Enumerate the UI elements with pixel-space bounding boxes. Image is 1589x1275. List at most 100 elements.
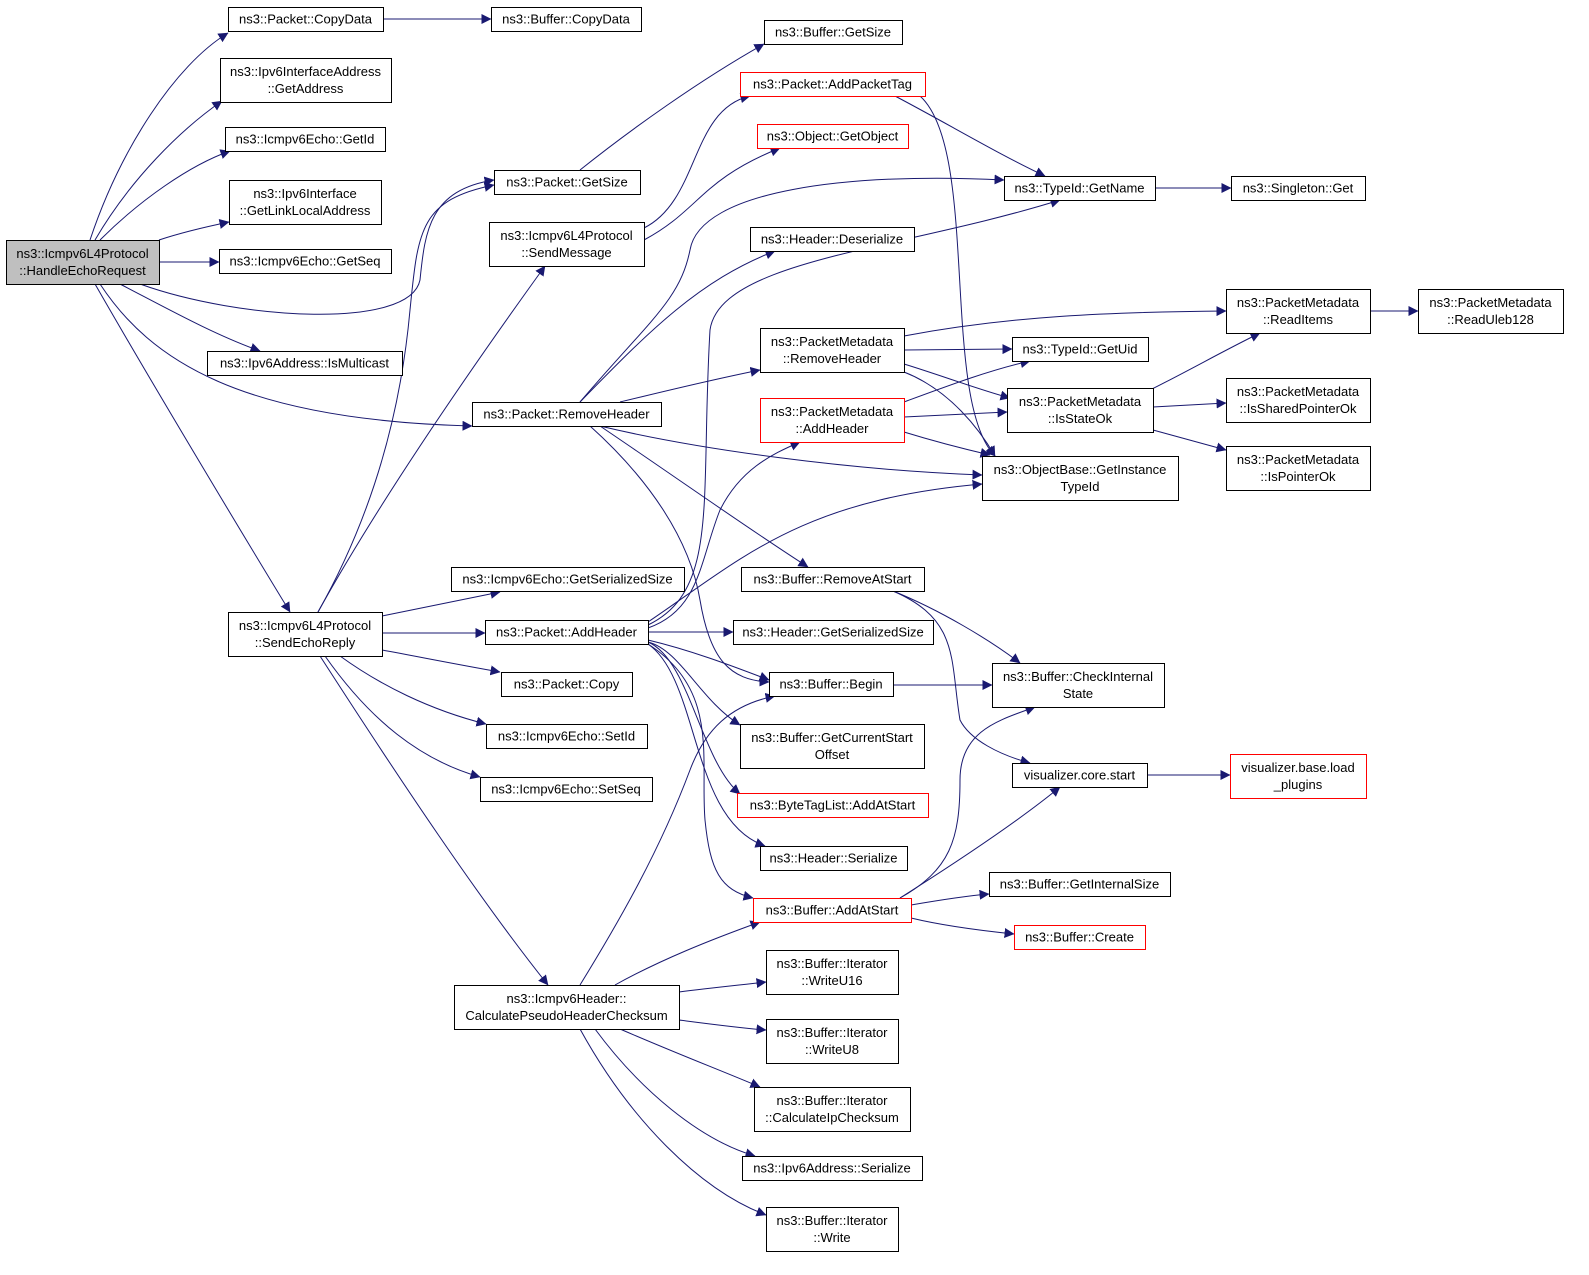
node-label: ns3::PacketMetadata	[771, 404, 894, 419]
edge-root-to-ipv6addr_ismulticast	[119, 283, 261, 353]
node-label: ::WriteU16	[801, 973, 862, 988]
node-buf-copydata[interactable]: ns3::Buffer::CopyData	[491, 7, 642, 32]
node-pm-addheader[interactable]: ns3::PacketMetadata::AddHeader	[760, 398, 905, 443]
node-buf-removeatstart[interactable]: ns3::Buffer::RemoveAtStart	[741, 567, 925, 592]
node-label: ns3::Buffer::CheckInternal	[1003, 669, 1153, 684]
node-label: ns3::Icmpv6L4Protocol	[239, 618, 371, 633]
node-label: ns3::ObjectBase::GetInstance	[994, 462, 1167, 477]
node-viz-base-loadplugins[interactable]: visualizer.base.load_plugins	[1230, 754, 1367, 799]
edge-pkt_addheader-to-typeid_getname	[647, 198, 1061, 626]
node-pkt-copy[interactable]: ns3::Packet::Copy	[501, 672, 633, 697]
edge-pm_isstateok-to-pm_ispointerok	[1152, 429, 1227, 453]
node-box	[766, 1019, 899, 1064]
node-hdr-deserialize[interactable]: ns3::Header::Deserialize	[750, 227, 915, 252]
node-typeid-getuid[interactable]: ns3::TypeId::GetUid	[1012, 337, 1149, 362]
node-pkt-copydata[interactable]: ns3::Packet::CopyData	[228, 7, 384, 32]
edge-pm_removeheader-to-pm_readitems	[903, 306, 1227, 337]
node-it-calcipchecksum[interactable]: ns3::Buffer::Iterator::CalculateIpChecks…	[754, 1087, 911, 1132]
node-buf-begin[interactable]: ns3::Buffer::Begin	[769, 672, 894, 697]
node-viz-core-start[interactable]: visualizer.core.start	[1012, 763, 1148, 788]
node-ipv6addr-serialize[interactable]: ns3::Ipv6Address::Serialize	[742, 1156, 923, 1181]
node-pm-readuleb128[interactable]: ns3::PacketMetadata::ReadUleb128	[1418, 289, 1564, 334]
edge-l4_sendechoreply-to-echo_setseq	[324, 655, 481, 780]
node-label: ns3::Ipv6Address::IsMulticast	[220, 356, 389, 371]
edge-pm_removeheader-to-typeid_getuid	[903, 344, 1013, 355]
node-pkt-addheader[interactable]: ns3::Packet::AddHeader	[485, 620, 649, 645]
node-btl-addatstart[interactable]: ns3::ByteTagList::AddAtStart	[737, 793, 929, 818]
node-label: _plugins	[1273, 777, 1323, 792]
edge-pkt_removeheader-to-hdr_deserialize	[579, 249, 776, 403]
node-pm-ispointerok[interactable]: ns3::PacketMetadata::IsPointerOk	[1226, 446, 1371, 491]
node-ipv6if-getlinklocal[interactable]: ns3::Ipv6Interface::GetLinkLocalAddress	[229, 180, 382, 225]
node-it-write[interactable]: ns3::Buffer::Iterator::Write	[766, 1207, 899, 1252]
node-pm-removeheader[interactable]: ns3::PacketMetadata::RemoveHeader	[760, 328, 905, 373]
node-echo-setid[interactable]: ns3::Icmpv6Echo::SetId	[486, 724, 648, 749]
edge-pkt_removeheader-to-buf_begin	[589, 425, 770, 687]
node-echo-getseq[interactable]: ns3::Icmpv6Echo::GetSeq	[219, 249, 392, 274]
node-box	[737, 793, 929, 818]
call-nodes: ns3::Icmpv6L4Protocol::HandleEchoRequest…	[6, 7, 1564, 1252]
edge-pkt_addheader-to-objbase_getinstancetypeid	[647, 479, 983, 623]
node-buf-getinternalsize[interactable]: ns3::Buffer::GetInternalSize	[989, 872, 1171, 897]
node-label: ns3::Object::GetObject	[767, 129, 899, 144]
node-echo-getserializedsize[interactable]: ns3::Icmpv6Echo::GetSerializedSize	[451, 567, 685, 592]
node-box	[480, 777, 653, 802]
edge-pkt_addheader-to-pm_addheader	[647, 441, 801, 629]
node-typeid-getname[interactable]: ns3::TypeId::GetName	[1004, 176, 1156, 201]
node-buf-create[interactable]: ns3::Buffer::Create	[1014, 925, 1146, 950]
call-edges	[89, 14, 1419, 1217]
edge-icmpv6hdr_calcpseudo-to-buf_addatstart	[614, 920, 761, 986]
node-box	[207, 351, 403, 376]
node-l4-sendmessage[interactable]: ns3::Icmpv6L4Protocol::SendMessage	[489, 222, 645, 267]
node-pm-isstateok[interactable]: ns3::PacketMetadata::IsStateOk	[1007, 388, 1154, 433]
node-label: ns3::Packet::Copy	[514, 677, 620, 692]
node-pkt-addpackettag[interactable]: ns3::Packet::AddPacketTag	[740, 72, 926, 97]
node-ipv6addr-ismulticast[interactable]: ns3::Ipv6Address::IsMulticast	[207, 351, 403, 376]
node-label: ns3::Ipv6Interface	[253, 186, 356, 201]
node-buf-addatstart[interactable]: ns3::Buffer::AddAtStart	[753, 898, 912, 923]
node-pm-readitems[interactable]: ns3::PacketMetadata::ReadItems	[1226, 289, 1371, 334]
node-it-writeu16[interactable]: ns3::Buffer::Iterator::WriteU16	[766, 950, 899, 995]
node-label: ::ReadItems	[1263, 312, 1334, 327]
node-label: ns3::Packet::AddHeader	[496, 625, 638, 640]
node-singleton-get[interactable]: ns3::Singleton::Get	[1231, 176, 1366, 201]
node-label: ns3::Icmpv6L4Protocol	[500, 228, 632, 243]
node-label: ns3::PacketMetadata	[1237, 295, 1360, 310]
node-box	[760, 846, 908, 871]
node-label: CalculatePseudoHeaderChecksum	[465, 1008, 667, 1023]
edge-pm_removeheader-to-pm_isstateok	[903, 363, 1011, 401]
node-label: ns3::Header::GetSerializedSize	[742, 625, 923, 640]
node-hdr-getserializedsize[interactable]: ns3::Header::GetSerializedSize	[733, 620, 934, 645]
node-pkt-getsize[interactable]: ns3::Packet::GetSize	[494, 170, 641, 195]
node-l4-sendechoreply[interactable]: ns3::Icmpv6L4Protocol::SendEchoReply	[228, 612, 383, 657]
edge-icmpv6hdr_calcpseudo-to-it_write	[579, 1028, 767, 1217]
node-label: ns3::Buffer::RemoveAtStart	[754, 572, 912, 587]
edge-pkt_removeheader-to-pm_removeheader	[619, 366, 761, 403]
edge-pkt_removeheader-to-buf_removeatstart	[599, 425, 809, 568]
node-ipv6ifaddr-getaddress[interactable]: ns3::Ipv6InterfaceAddress::GetAddress	[220, 58, 392, 103]
node-label: ns3::Buffer::Iterator	[776, 1025, 888, 1040]
node-label: ns3::Packet::AddPacketTag	[753, 77, 912, 92]
node-obj-getobject[interactable]: ns3::Object::GetObject	[757, 124, 909, 149]
node-hdr-serialize[interactable]: ns3::Header::Serialize	[760, 846, 908, 871]
node-buf-getsize[interactable]: ns3::Buffer::GetSize	[764, 20, 903, 45]
node-label: ns3::Singleton::Get	[1243, 181, 1354, 196]
node-echo-getid[interactable]: ns3::Icmpv6Echo::GetId	[225, 127, 386, 152]
edge-pm_isstateok-to-pm_readitems	[1149, 332, 1261, 391]
node-echo-setseq[interactable]: ns3::Icmpv6Echo::SetSeq	[480, 777, 653, 802]
node-pm-issharedpointerok[interactable]: ns3::PacketMetadata::IsSharedPointerOk	[1226, 378, 1371, 423]
node-label: ns3::Packet::GetSize	[506, 175, 627, 190]
node-box	[454, 985, 680, 1030]
node-box	[1004, 176, 1156, 201]
node-label: ns3::Buffer::GetInternalSize	[1000, 877, 1159, 892]
node-icmpv6hdr-calcpseudo[interactable]: ns3::Icmpv6Header::CalculatePseudoHeader…	[454, 985, 680, 1030]
node-root[interactable]: ns3::Icmpv6L4Protocol::HandleEchoRequest	[6, 240, 160, 285]
edge-pm_addheader-to-objbase_getinstancetypeid	[903, 431, 991, 458]
node-pkt-removeheader[interactable]: ns3::Packet::RemoveHeader	[472, 402, 662, 427]
node-label: ::HandleEchoRequest	[19, 263, 146, 278]
node-box	[485, 620, 649, 645]
node-it-writeu8[interactable]: ns3::Buffer::Iterator::WriteU8	[766, 1019, 899, 1064]
